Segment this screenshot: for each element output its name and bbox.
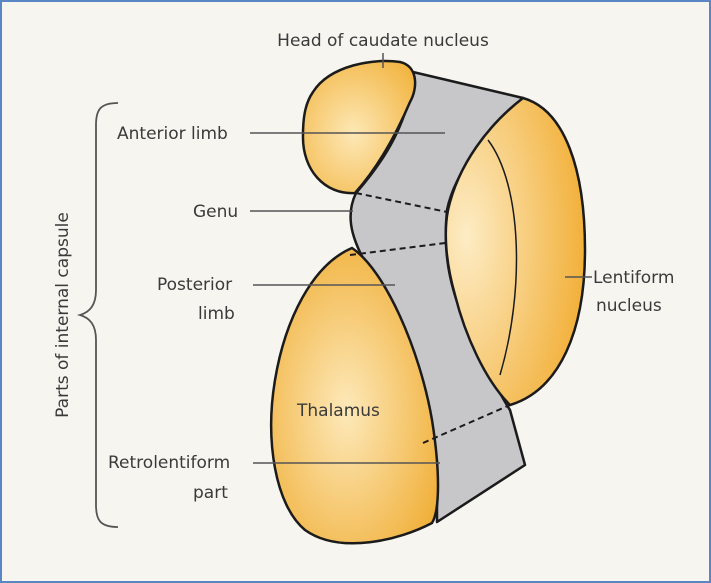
label-posterior-limb-line1: Posterior (157, 275, 232, 295)
label-posterior-limb-line2: limb (198, 304, 235, 324)
label-parts-of-internal-capsule: Parts of internal capsule (53, 212, 73, 418)
label-genu: Genu (193, 202, 238, 222)
label-thalamus: Thalamus (296, 401, 380, 421)
label-anterior-limb: Anterior limb (117, 124, 228, 144)
label-retrolentiform-line2: part (193, 483, 228, 503)
label-lentiform-line2: nucleus (596, 296, 662, 316)
label-head-of-caudate-nucleus: Head of caudate nucleus (277, 31, 489, 51)
label-lentiform-line1: Lentiform (593, 268, 674, 288)
label-retrolentiform-line1: Retrolentiform (108, 453, 230, 473)
